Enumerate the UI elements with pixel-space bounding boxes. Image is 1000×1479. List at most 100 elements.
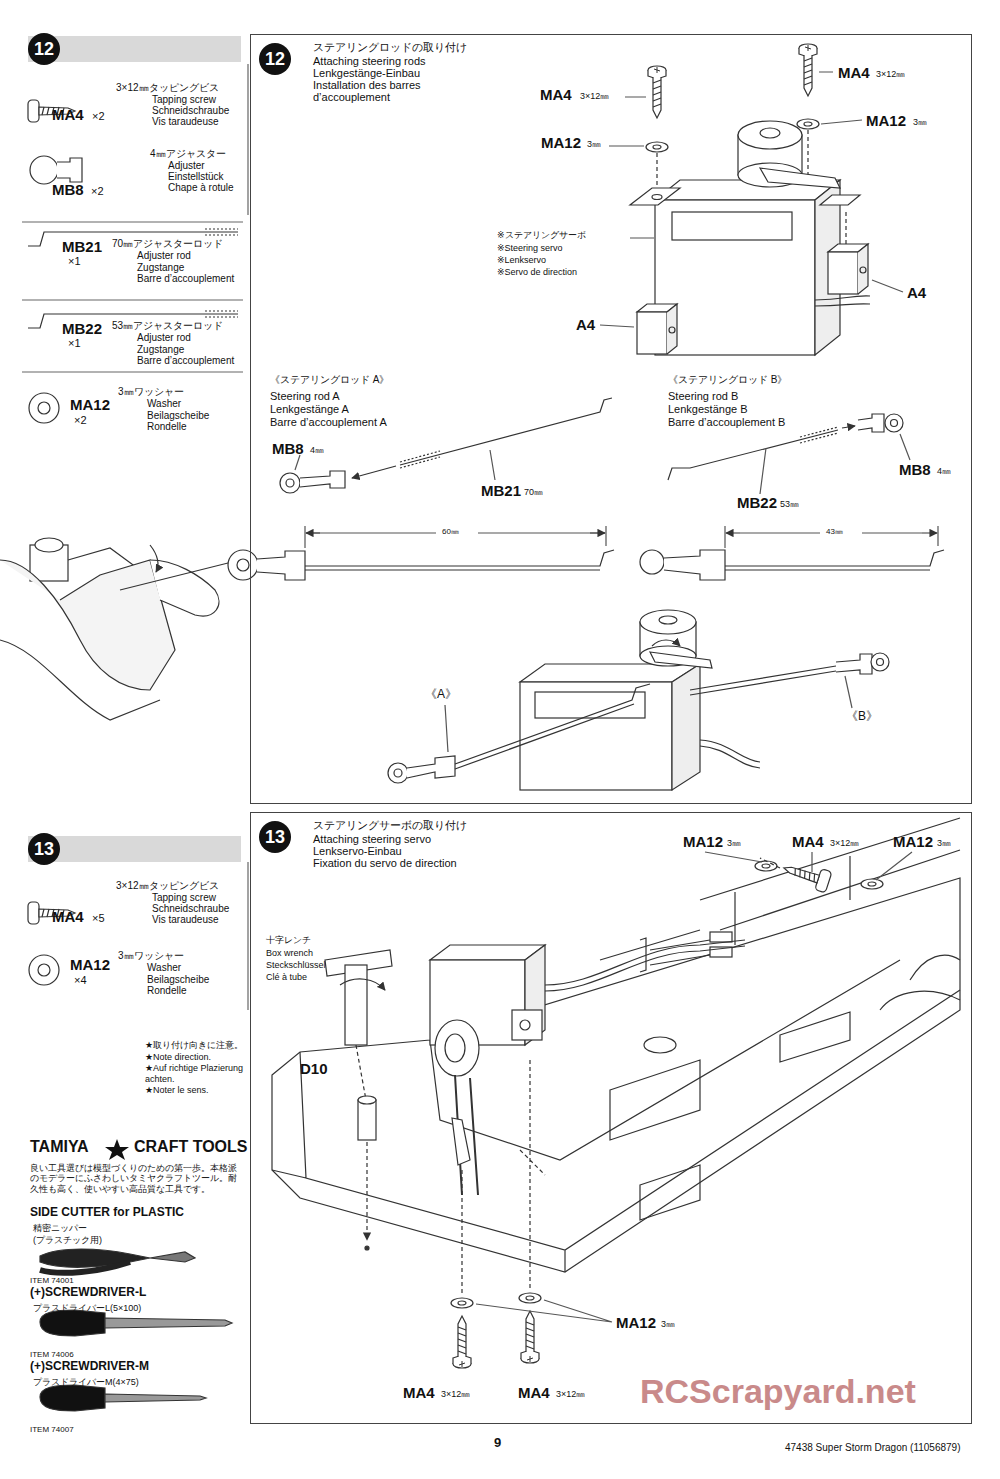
label-text: 3㎜ bbox=[937, 838, 951, 848]
part-code: SIDE CUTTER for PLASTIC bbox=[30, 1206, 184, 1220]
label-text: Beilagscheibe bbox=[147, 410, 209, 422]
label-text: Tapping screw bbox=[152, 94, 216, 106]
part-code: MA4 bbox=[52, 908, 84, 925]
label-text: (プラスチック用) bbox=[33, 1235, 102, 1245]
label-text: Vis taraudeuse bbox=[152, 914, 219, 926]
label-text: 4㎜ bbox=[937, 466, 951, 476]
label-text: 《B》 bbox=[846, 710, 878, 724]
label-text: 4㎜アジャスター bbox=[150, 148, 226, 160]
label-text: 3×12㎜タッピングビス bbox=[116, 880, 219, 892]
label-text: 70㎜アジャスターロッド bbox=[112, 238, 223, 250]
part-code: MA12 bbox=[683, 833, 723, 850]
label-text: Chape à rotule bbox=[168, 182, 234, 194]
label-text: 3×12㎜タッピングビス bbox=[116, 82, 219, 94]
label-text: ×2 bbox=[92, 110, 105, 123]
label-text: Zugstange bbox=[137, 344, 184, 356]
label-text: ×4 bbox=[74, 974, 87, 987]
label-text: ※ステアリングサーボ bbox=[497, 230, 586, 240]
part-code: MA4 bbox=[52, 106, 84, 123]
label-text: 良い工具選びは模型づくりのための第一歩。本格派のモデラーにふさわしいタミヤクラフ… bbox=[30, 1163, 242, 1194]
part-code: MB8 bbox=[52, 181, 84, 198]
part-code: 9 bbox=[494, 1436, 501, 1451]
label-text: achten. bbox=[145, 1074, 175, 1084]
label-text: ×1 bbox=[68, 337, 81, 350]
label-text: プラスドライバーM(4×75) bbox=[33, 1377, 139, 1387]
step-number: 13 bbox=[28, 833, 60, 865]
label-text: 43㎜ bbox=[824, 527, 845, 536]
label-text: 53㎜アジャスターロッド bbox=[112, 320, 223, 332]
label-text: ×5 bbox=[92, 912, 105, 925]
step-number: 13 bbox=[259, 821, 291, 853]
label-text: Washer bbox=[147, 398, 181, 410]
step-title: Fixation du servo de direction bbox=[313, 857, 457, 869]
label-text: Barre d’accouplement B bbox=[668, 416, 785, 429]
label-text: Lenkgestänge B bbox=[668, 403, 748, 416]
part-code: TAMIYA bbox=[30, 1138, 89, 1156]
part-code: MB22 bbox=[62, 320, 102, 337]
step-title: ステアリングロッドの取り付け bbox=[313, 41, 467, 53]
part-code: MB21 bbox=[62, 238, 102, 255]
part-code: MA4 bbox=[838, 64, 870, 81]
label-text: 3㎜ワッシャー bbox=[118, 386, 184, 398]
part-code: MA4 bbox=[792, 833, 824, 850]
part-code: MA12 bbox=[616, 1314, 656, 1331]
label-text: Washer bbox=[147, 962, 181, 974]
label-text: 3×12㎜ bbox=[830, 838, 859, 848]
label-text: Steering rod B bbox=[668, 390, 738, 403]
label-text: Schneidschraube bbox=[152, 105, 229, 117]
step-title: ステアリングサーボの取り付け bbox=[313, 819, 467, 831]
part-code: A4 bbox=[576, 316, 595, 333]
step-number: 12 bbox=[28, 33, 60, 65]
part-code: (+)SCREWDRIVER-L bbox=[30, 1286, 146, 1300]
part-code: MA4 bbox=[403, 1384, 435, 1401]
label-text: ★Auf richtige Plazierung bbox=[145, 1063, 243, 1073]
label-text: ★Noter le sens. bbox=[145, 1085, 209, 1095]
label-text: 《A》 bbox=[425, 688, 457, 702]
label-text: 《ステアリングロッド A》 bbox=[270, 374, 389, 386]
label-text: ★取り付け向きに注意。 bbox=[145, 1040, 243, 1050]
part-code: D10 bbox=[300, 1060, 328, 1077]
label-text: プラスドライバーL(5×100) bbox=[33, 1303, 141, 1313]
label-text: 《ステアリングロッド B》 bbox=[668, 374, 787, 386]
step-title: Attaching steering rods bbox=[313, 55, 426, 67]
label-text: 53㎜ bbox=[780, 499, 799, 509]
part-code: MB22 bbox=[737, 494, 777, 511]
label-text: Zugstange bbox=[137, 262, 184, 274]
label-text: Schneidschraube bbox=[152, 903, 229, 915]
label-text: 47438 Super Storm Dragon (11056879) bbox=[785, 1442, 960, 1454]
label-text: 3×12㎜ bbox=[876, 69, 905, 79]
step-header-bar: 13 bbox=[28, 836, 241, 862]
label-text: Lenkgestänge A bbox=[270, 403, 349, 416]
step-title: Lenkgestänge-Einbau bbox=[313, 67, 420, 79]
label-text: Barre d’accouplement A bbox=[270, 416, 387, 429]
label-text: Barre d’accouplement bbox=[137, 355, 234, 367]
label-text: 70㎜ bbox=[524, 487, 543, 497]
label-text: Box wrench bbox=[266, 948, 313, 958]
step-title: Lenkservo-Einbau bbox=[313, 845, 402, 857]
label-text: ※Lenkservo bbox=[497, 255, 546, 265]
step-header-bar: 12 bbox=[28, 36, 241, 62]
label-text: ★Note direction. bbox=[145, 1052, 211, 1062]
label-text: Steckschlüssel bbox=[266, 960, 326, 970]
label-text: Rondelle bbox=[147, 421, 186, 433]
label-text: 60㎜ bbox=[440, 527, 461, 536]
label-text: 3×12㎜ bbox=[580, 91, 609, 101]
label-text: Steering rod A bbox=[270, 390, 340, 403]
step-title: Installation des barres bbox=[313, 79, 421, 91]
label-text: 3㎜ bbox=[727, 838, 741, 848]
part-code: CRAFT TOOLS bbox=[134, 1138, 247, 1156]
label-text: ×1 bbox=[68, 255, 81, 268]
part-code: MB21 bbox=[481, 482, 521, 499]
label-text: 3×12㎜ bbox=[556, 1389, 585, 1399]
label-text: ※Steering servo bbox=[497, 243, 563, 253]
label-text: Einstellstück bbox=[168, 171, 224, 183]
label-text: 4㎜ bbox=[310, 445, 324, 455]
label-text: 3×12㎜ bbox=[441, 1389, 470, 1399]
label-text: ※Servo de direction bbox=[497, 267, 577, 277]
label-text: ITEM 74006 bbox=[30, 1350, 74, 1359]
part-code: RCScrapyard.net bbox=[640, 1372, 916, 1411]
label-text: 精密ニッパー bbox=[33, 1223, 87, 1233]
part-code: MB8 bbox=[272, 440, 304, 457]
